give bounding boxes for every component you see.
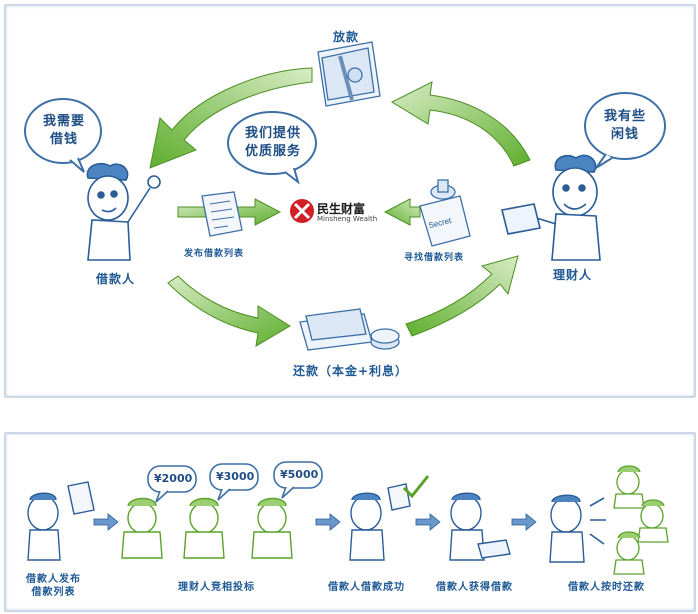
borrower-label: 借款人	[96, 272, 136, 286]
step2-investor-figures	[121, 497, 293, 559]
step-arrow-2	[315, 513, 341, 531]
stamp-icon	[419, 179, 471, 247]
lending-steps-panel	[4, 432, 696, 612]
step-arrow-4	[511, 513, 537, 531]
investor-bubble-line1: 我有些	[603, 109, 646, 124]
investor-bubble-line2: 闲钱	[610, 127, 639, 142]
bid-amount-3: ¥5000	[280, 468, 319, 481]
step3-borrower-figure	[349, 475, 430, 561]
service-speech-bubble	[227, 111, 317, 185]
investor-speech-bubble	[584, 92, 666, 169]
logo-english: Minsheng Wealth	[317, 215, 378, 223]
bid-amount-1: ¥2000	[154, 472, 193, 485]
step2-label: 理财人竞相投标	[178, 582, 255, 593]
find-list-label: 寻找借款列表	[404, 253, 465, 263]
lend-label: 放款	[333, 30, 360, 44]
logo-name: 民生财富	[317, 202, 366, 216]
step5-label: 借款人按时还款	[568, 582, 645, 593]
publish-list-label: 发布借款列表	[184, 249, 245, 259]
document-icon	[201, 191, 243, 237]
step3-label: 借款人借款成功	[328, 582, 405, 593]
cash-bundle-icon	[317, 41, 381, 107]
step-arrow-3	[415, 513, 441, 531]
step5-borrower-figure	[549, 494, 606, 563]
step-arrow-1	[93, 513, 119, 531]
borrower-bubble-text: 我需要 借钱	[37, 113, 91, 149]
service-bubble-text: 我们提供 优质服务	[236, 125, 310, 161]
arrow-investor-to-money	[390, 81, 531, 167]
service-bubble-line2: 优质服务	[244, 144, 301, 159]
step4-borrower-figure	[449, 492, 511, 561]
investor-bubble-text: 我有些 闲钱	[597, 108, 653, 144]
bid-bubbles	[147, 461, 323, 503]
arrow-money-to-borrower	[149, 67, 313, 169]
repay-label: 还款（本金+利息）	[293, 364, 409, 378]
repay-money-icon	[299, 308, 400, 351]
borrower-bubble-line1: 我需要	[42, 114, 85, 129]
arrow-find-to-platform	[383, 198, 421, 226]
borrower-bubble-line2: 借钱	[49, 132, 78, 147]
step1-label-line1: 借款人发布	[26, 574, 81, 585]
step5-investor-figures	[613, 465, 669, 575]
investor-character	[501, 154, 601, 261]
step4-label: 借款人获得借款	[436, 582, 513, 593]
borrower-character	[86, 162, 161, 261]
arrow-repay-to-investor	[405, 255, 519, 337]
service-bubble-line1: 我们提供	[244, 126, 301, 141]
borrower-speech-bubble	[24, 98, 102, 173]
step1-borrower-figure	[27, 481, 95, 561]
investor-label: 理财人	[553, 268, 593, 282]
bid-amount-2: ¥3000	[216, 470, 255, 483]
minsheng-logo-icon	[290, 199, 314, 223]
arrow-borrower-to-repay	[167, 275, 291, 347]
step1-label: 借款人发布 借款列表	[26, 573, 81, 599]
step1-label-line2: 借款列表	[31, 587, 76, 598]
